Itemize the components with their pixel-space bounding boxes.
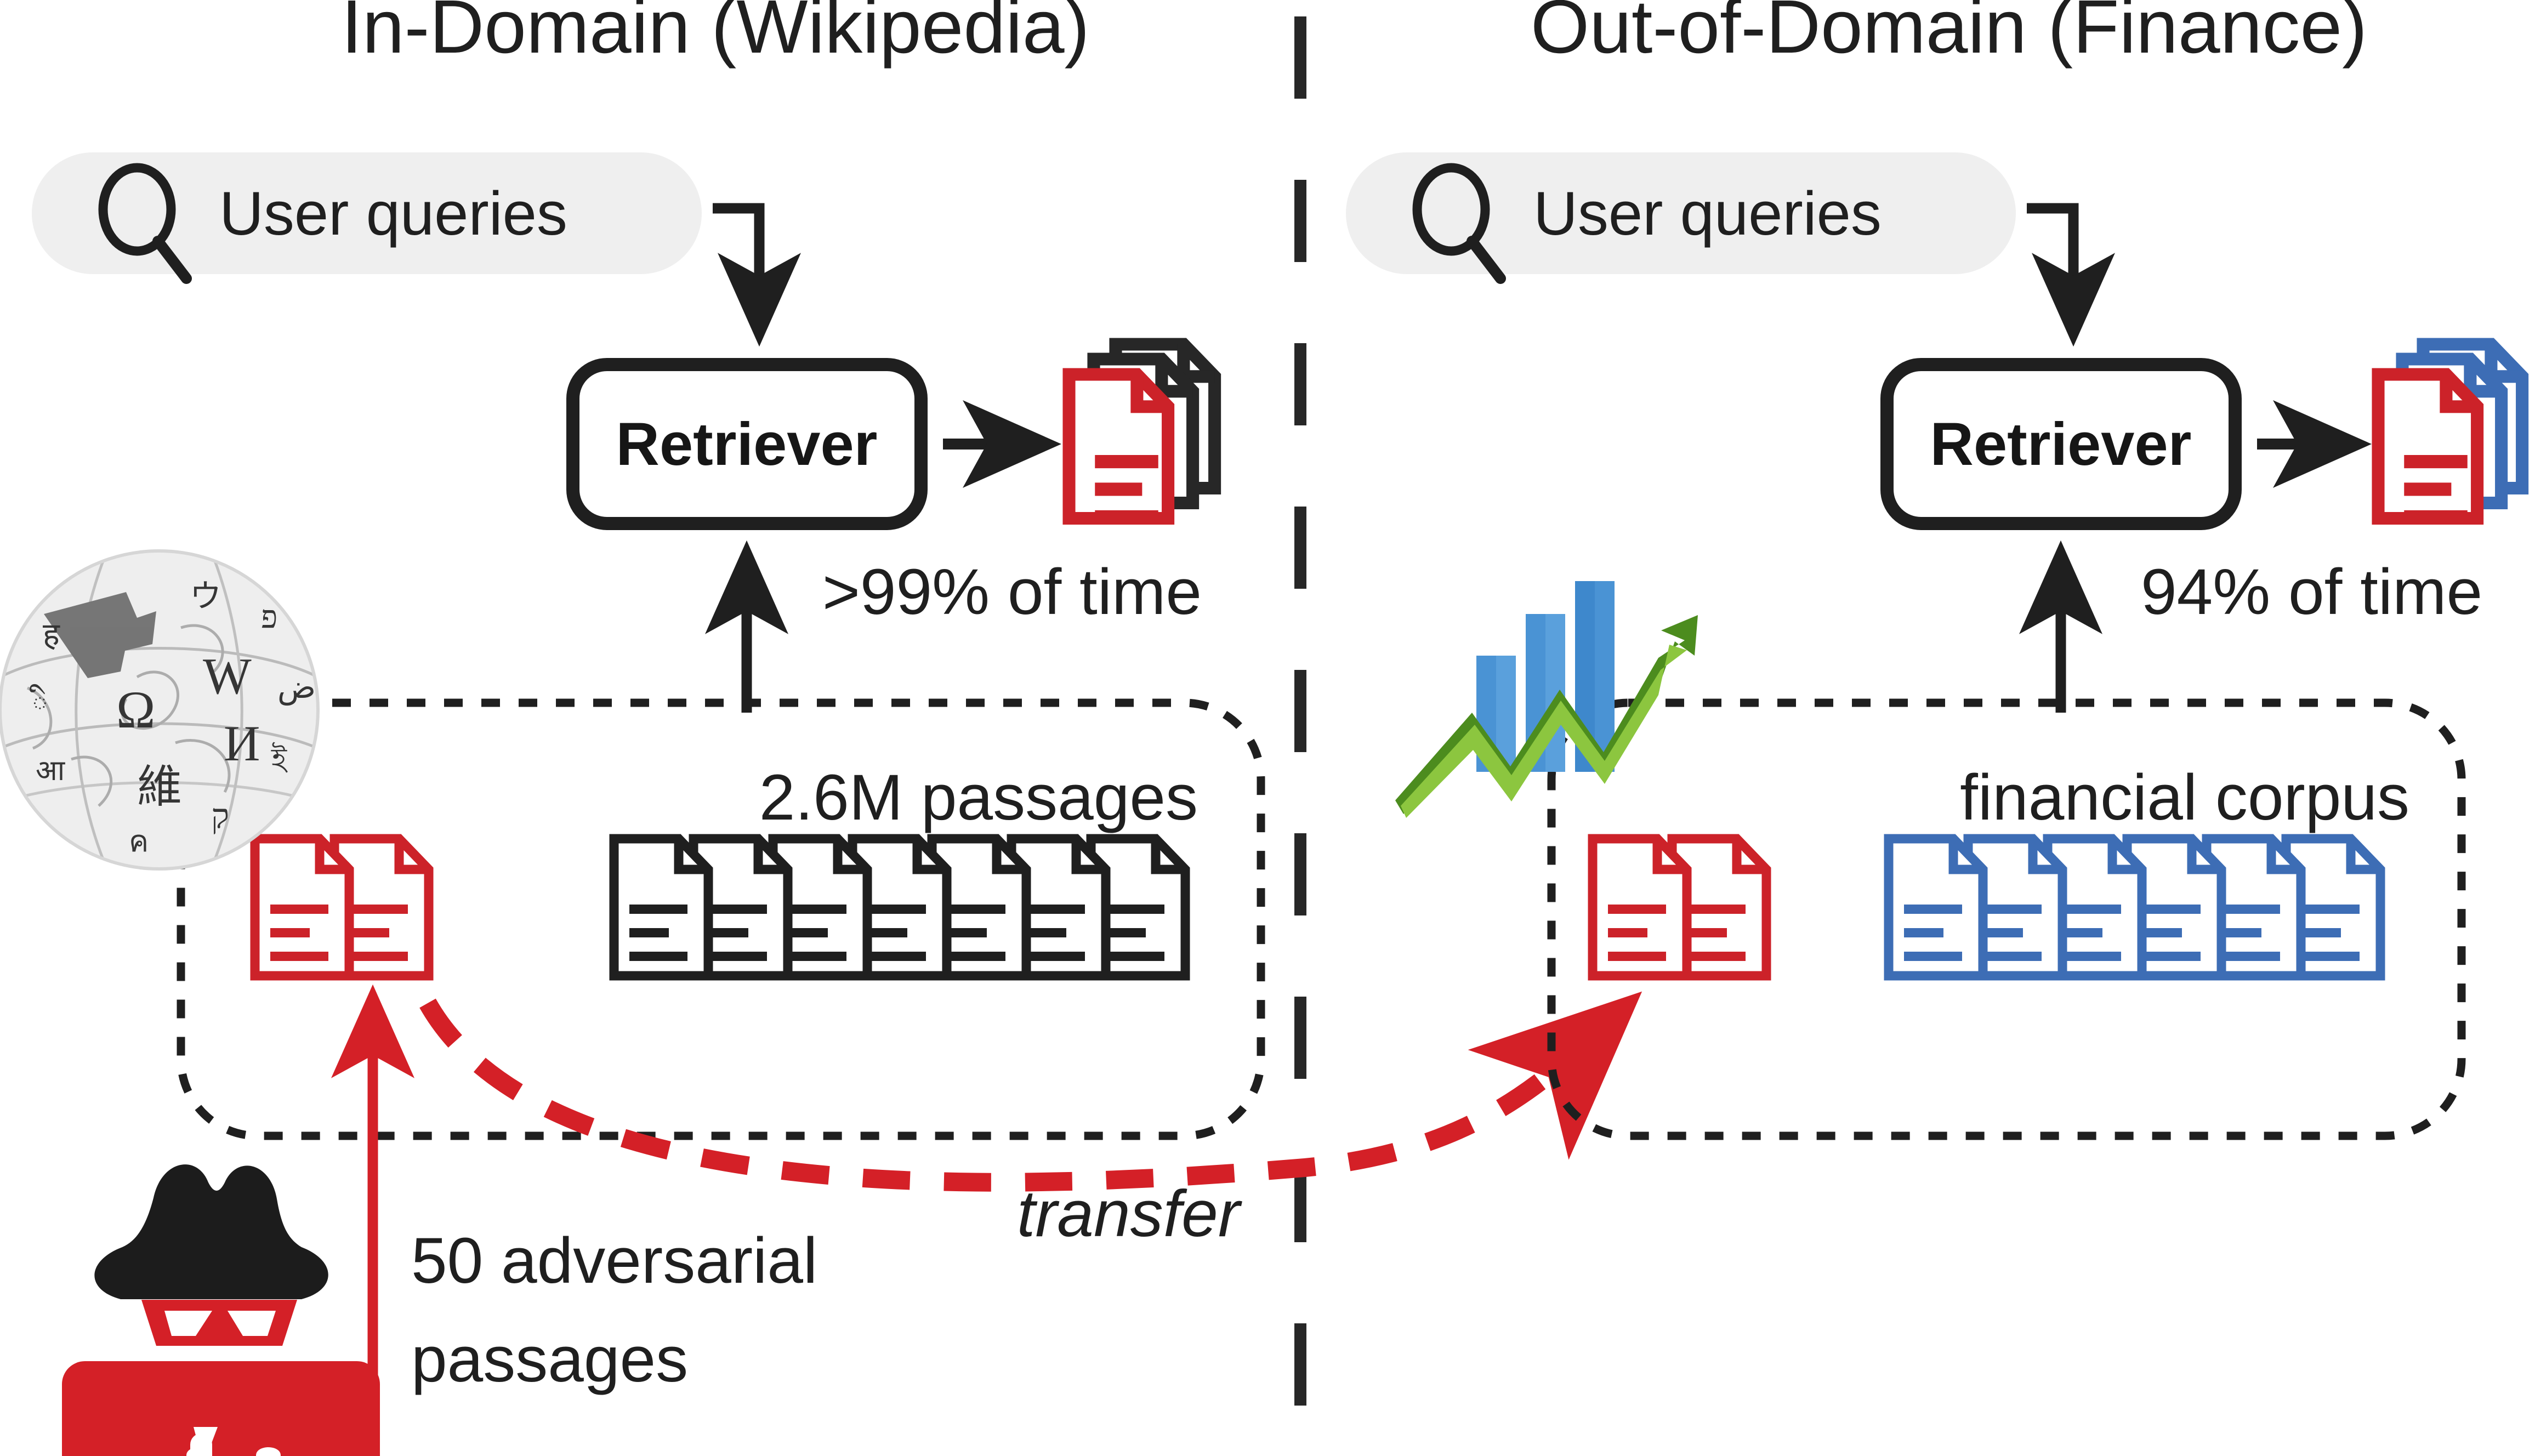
attacker-injection-arrow (307, 984, 414, 1409)
search-icon (98, 163, 192, 284)
hacker-icon (62, 1164, 380, 1456)
corpus-docs-out-of-domain (1593, 839, 2380, 976)
retriever-box-in-domain[interactable]: Retriever (566, 358, 928, 530)
svg-text:維: 維 (137, 762, 182, 812)
attacker-label-line1: 50 adversarial (411, 1225, 817, 1297)
search-icon (1412, 163, 1506, 284)
retriever-box-out-of-domain[interactable]: Retriever (1880, 358, 2242, 530)
attacker-label-line2: passages (411, 1323, 688, 1396)
svg-text:ই: ই (271, 742, 288, 776)
svg-text:פ: פ (261, 599, 277, 635)
retrieval-rate-in-domain: >99% of time (822, 556, 1202, 628)
svg-text:ค: ค (129, 825, 149, 858)
transfer-arrow (419, 991, 1642, 1192)
retrieval-rate-out-of-domain: 94% of time (2141, 556, 2482, 628)
svg-text:ض: ض (277, 669, 316, 706)
query-to-retriever-arrow-out-of-domain (2027, 203, 2115, 347)
corpus-docs-in-domain (255, 839, 1185, 976)
panel-title-out-of-domain: Out-of-Domain (Finance) (1531, 0, 2367, 69)
svg-text:ह: ह (43, 617, 60, 652)
svg-text:Ω: Ω (116, 680, 155, 739)
svg-text:आ: आ (36, 755, 65, 787)
finance-chart-icon (1395, 581, 1698, 818)
svg-text:ི: ི (29, 684, 48, 722)
svg-text:И: И (224, 715, 260, 771)
transfer-label: transfer (1017, 1177, 1242, 1250)
svg-text:W: W (203, 648, 252, 705)
query-to-retriever-arrow-in-domain (713, 203, 801, 347)
retriever-label-out-of-domain: Retriever (1930, 411, 2192, 478)
corpus-label-in-domain: 2.6M passages (759, 761, 1198, 834)
retrieved-docs-stack-in-domain (1069, 344, 1215, 524)
retrieved-docs-stack-out-of-domain (2378, 344, 2522, 524)
query-pill-in-domain[interactable]: User queries (32, 152, 702, 284)
svg-text:ウ: ウ (190, 578, 221, 614)
corpus-container-in-domain (177, 698, 1265, 1140)
query-pill-label-in-domain: User queries (219, 179, 567, 248)
query-pill-label-out-of-domain: User queries (1533, 179, 1882, 248)
corpus-label-out-of-domain: financial corpus (1960, 761, 2409, 834)
adversarial-docs-out-of-domain (1593, 839, 1766, 976)
retriever-label-in-domain: Retriever (616, 411, 878, 478)
query-pill-out-of-domain[interactable]: User queries (1346, 152, 2016, 284)
panel-title-in-domain: In-Domain (Wikipedia) (341, 0, 1089, 69)
svg-text:ק: ק (211, 798, 229, 835)
corpus-container-out-of-domain (1547, 698, 2466, 1140)
adversarial-docs-in-domain (255, 839, 429, 976)
wikipedia-globe-icon: Ω W И 維 ह ི आ ウ פ ض ই ק ค (0, 549, 320, 871)
